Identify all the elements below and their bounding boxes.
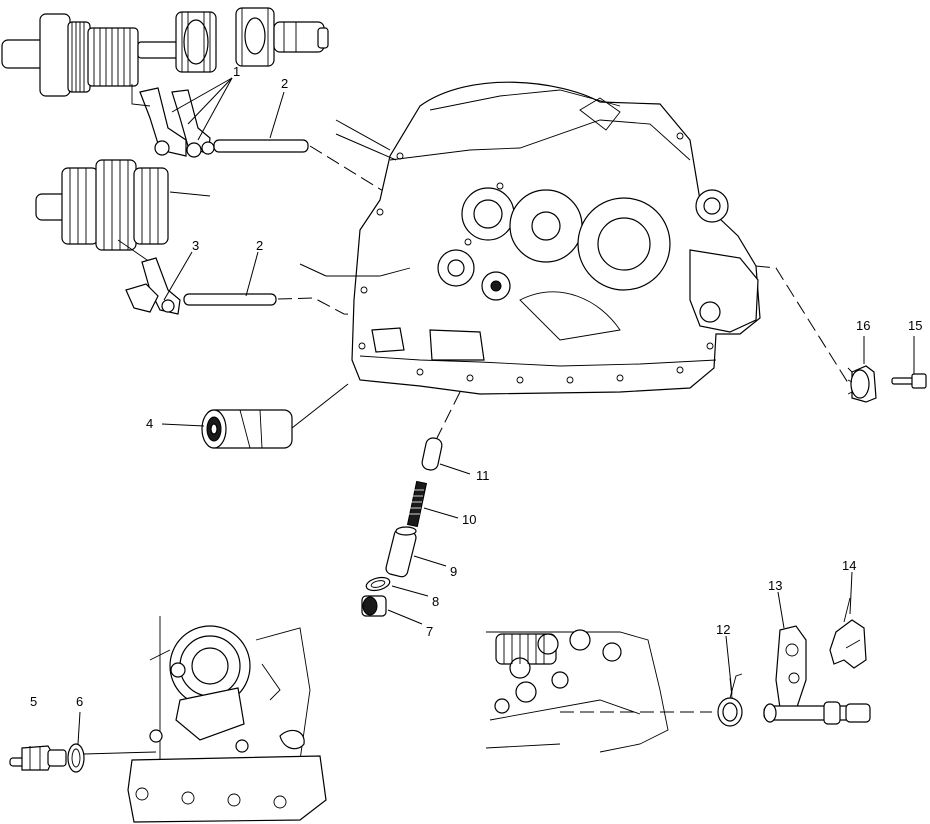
middle-gear-cluster xyxy=(35,159,211,263)
shift-clip xyxy=(829,597,867,669)
callout-11: 11 xyxy=(476,468,490,483)
callout-8: 8 xyxy=(432,594,439,609)
callout-labels: 1 2 2 3 4 5 6 7 8 9 10 11 12 13 14 15 16 xyxy=(30,64,922,709)
callout-2-upper: 2 xyxy=(281,76,288,91)
callout-6: 6 xyxy=(76,694,83,709)
shift-cam-cap xyxy=(847,365,877,403)
shift-rail-lower xyxy=(183,293,437,319)
sealing-washer xyxy=(67,743,85,773)
upper-right-gear-shaft xyxy=(235,7,329,67)
callout-10: 10 xyxy=(462,512,476,527)
callout-7: 7 xyxy=(426,624,433,639)
o-ring xyxy=(365,576,391,592)
neutral-switch xyxy=(9,745,67,771)
upper-gear-shaft xyxy=(1,13,179,97)
shift-drum xyxy=(201,383,349,449)
shift-fork-lower xyxy=(125,257,181,315)
sliding-gear xyxy=(175,11,217,73)
leader-lines xyxy=(77,77,915,745)
detent-plunger xyxy=(385,526,417,578)
callout-5: 5 xyxy=(30,694,37,709)
detail-inset-right xyxy=(485,629,712,753)
detent-pin xyxy=(421,437,443,471)
shift-spring xyxy=(717,673,743,727)
detent-cap xyxy=(361,595,387,617)
callout-15: 15 xyxy=(908,318,922,333)
shift-forks-upper xyxy=(131,84,215,158)
shift-shaft xyxy=(763,625,871,725)
callout-14: 14 xyxy=(842,558,856,573)
callout-1: 1 xyxy=(233,64,240,79)
cap-bolt xyxy=(891,373,927,389)
callout-12: 12 xyxy=(716,622,730,637)
shift-rail-upper xyxy=(213,139,441,227)
callout-16: 16 xyxy=(856,318,870,333)
callout-13: 13 xyxy=(768,578,782,593)
callout-9: 9 xyxy=(450,564,457,579)
detent-spring xyxy=(406,480,428,528)
callout-3: 3 xyxy=(192,238,199,253)
crankcase xyxy=(299,81,761,395)
detail-inset-left xyxy=(83,616,327,823)
callout-4: 4 xyxy=(146,416,153,431)
callout-2-lower: 2 xyxy=(256,238,263,253)
